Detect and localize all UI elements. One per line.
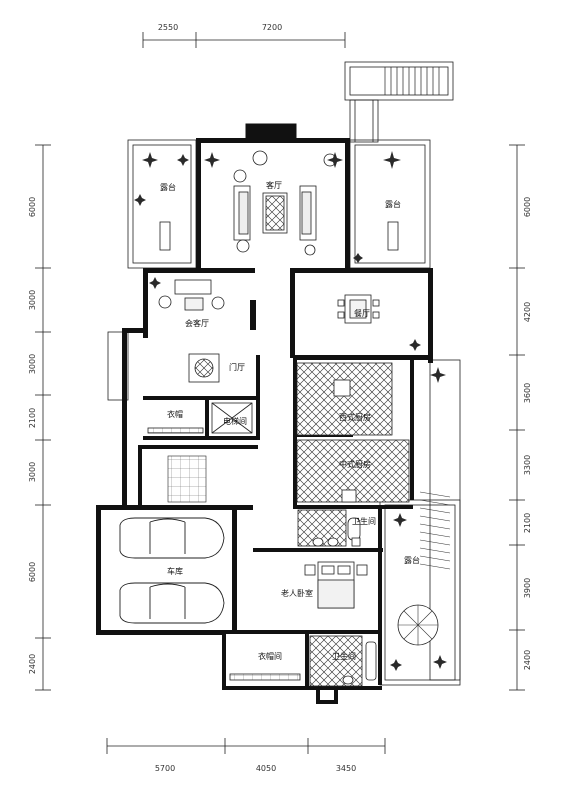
dimension-lines [35,32,525,754]
room-labels: 客厅 露台 露台 会客厅 餐厅 门厅 衣帽 电梯间 西式厨房 中式厨房 卫生间 … [160,180,420,661]
plant-icon [149,277,161,289]
dim-bottom-3: 3450 [336,764,356,773]
plant-icon [134,194,146,206]
plant-icon [327,152,343,168]
plant-icon [430,367,446,383]
room-label-closet: 衣帽 [167,409,183,419]
plant-icon [393,513,407,527]
dim-right-4: 3300 [523,455,532,475]
dim-right-2: 4200 [523,302,532,322]
room-label-reception: 会客厅 [185,318,209,328]
dim-left-6: 6000 [28,562,37,582]
dim-right-5: 2100 [523,513,532,533]
room-label-western-kitchen: 西式厨房 [339,412,371,422]
plant-icon [409,339,421,351]
stair-treads [167,455,207,503]
cars [119,517,225,624]
room-label-living: 客厅 [266,180,282,190]
room-label-terrace-left: 露台 [160,182,176,192]
exterior-stair [384,67,440,95]
deck-slats [419,491,451,570]
floor-patterns [167,362,410,687]
plants [134,151,447,671]
dimension-labels: 2550 7200 5700 4050 3450 6000 3000 3000 … [28,23,532,773]
walls [96,123,433,704]
room-label-garage: 车库 [167,566,183,576]
room-label-elevator: 电梯间 [223,416,247,426]
car-upper [119,517,225,559]
room-label-terrace-right: 露台 [385,199,401,209]
dim-top-2: 7200 [262,23,282,32]
plant-icon [390,659,402,671]
dim-bottom-2: 4050 [256,764,276,773]
dim-right-6: 3900 [523,578,532,598]
plant-icon [433,655,447,669]
room-label-dining: 餐厅 [354,309,370,318]
dim-right-7: 2400 [523,650,532,670]
room-label-bathroom-lower: 卫生间 [332,651,356,661]
room-label-walkin-closet: 衣帽间 [258,651,282,661]
furniture [147,150,439,685]
plant-icon [142,152,158,168]
dim-left-5: 3000 [28,462,37,482]
room-label-elder-bedroom: 老人卧室 [281,588,313,598]
dim-left-2: 3000 [28,290,37,310]
dim-right-3: 3600 [523,383,532,403]
dim-left-3: 3000 [28,354,37,374]
dim-left-7: 2400 [28,654,37,674]
room-label-bathroom-upper: 卫生间 [352,516,376,526]
dim-bottom-1: 5700 [155,764,175,773]
dim-right-1: 6000 [523,197,532,217]
car-lower [119,582,225,624]
room-label-chinese-kitchen: 中式厨房 [339,459,371,469]
room-label-terrace-lower: 露台 [404,555,420,565]
plant-icon [383,151,401,169]
dim-top-1: 2550 [158,23,178,32]
plant-icon [353,253,363,263]
dim-left-1: 6000 [28,197,37,217]
dim-left-4: 2100 [28,408,37,428]
room-label-foyer: 门厅 [229,362,245,372]
plant-icon [177,154,189,166]
plant-icon [204,152,220,168]
